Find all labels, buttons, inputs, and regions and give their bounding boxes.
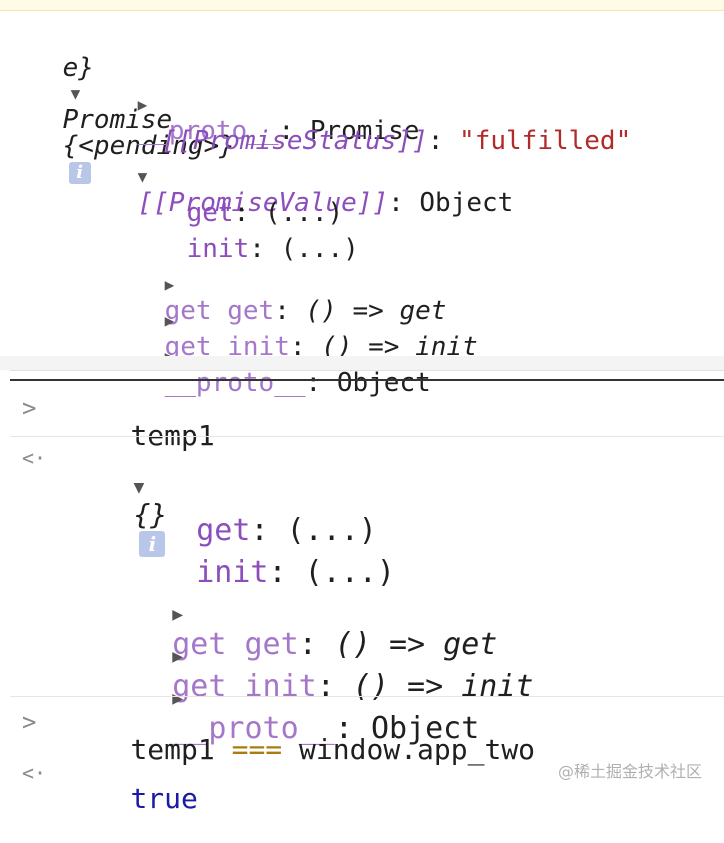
property-init-row[interactable]: init: (...) [196,555,395,590]
strict-equals-operator: === [231,733,283,766]
input-prompt-icon: > [22,394,37,422]
proto-row[interactable]: __proto__: Promise [75,66,420,170]
warning-band [0,0,724,10]
info-icon[interactable]: i [68,161,91,184]
colon: : [278,116,310,146]
console-input-row[interactable]: temp1 === window.app_two [63,708,535,792]
promise-header-row[interactable]: e} Promise {<pending>} i [0,29,235,211]
console-panel: > temp1 <· {} i get: (...) init: (...) g… [0,384,724,813]
property-value[interactable]: (...) [280,234,359,264]
getter-name: init [227,332,290,362]
getter-init-row[interactable]: get init: () => init [102,282,478,386]
proto-value: Object [336,368,431,398]
property-value[interactable]: (...) [304,555,395,590]
divider [10,436,724,437]
proto-object-row[interactable]: __proto__: Object [100,654,479,774]
proto-value: Object [370,711,480,746]
output-prompt-icon: <· [22,446,47,470]
divider [10,379,724,381]
property-get-row[interactable]: get: (...) [196,513,377,548]
divider [0,10,724,11]
promise-state: {<pending>} [62,131,235,161]
input-prompt-icon: > [22,708,37,736]
property-key: get [186,198,234,228]
divider [10,370,724,371]
info-icon[interactable]: i [139,531,166,557]
property-key: init [186,234,250,264]
getter-name: get [227,296,275,326]
promise-value-type: Object [419,188,514,218]
proto-object-row[interactable]: __proto__: Object [102,318,431,422]
property-init-row[interactable]: init: (...) [186,234,359,264]
console-input-text: temp1 [130,419,215,452]
promise-object-panel: e} Promise {<pending>} i __proto__: Prom… [0,11,724,396]
getter-name: get [244,627,299,662]
object-braces: {} [133,498,168,531]
boolean-result: true [130,782,198,815]
panel-separator [0,356,724,370]
getter-function: () => get [305,296,447,326]
promise-value-row[interactable]: [[PromiseValue]]: Object [75,138,514,242]
property-key: get [196,513,251,548]
console-input-left: temp1 [130,733,215,766]
property-get-row[interactable]: get: (...) [186,198,344,228]
proto-key: __proto__ [137,116,279,146]
proto-value: Promise [309,116,420,146]
divider [10,696,724,697]
promise-status-row: [[PromiseStatus]]: "fulfilled" [161,126,632,156]
getter-get-row[interactable]: get get: () => get [100,570,497,690]
getter-function: () => init [321,332,478,362]
getter-function: () => get [334,627,498,662]
console-input-right: window.app_two [299,733,536,766]
promise-status-value: "fulfilled" [459,126,632,156]
property-key: init [196,555,269,590]
property-value[interactable]: (...) [264,198,344,228]
proto-key: __proto__ [172,711,335,746]
promise-label: Promise [62,105,173,135]
proto-key: __proto__ [164,368,306,398]
output-prompt-icon: <· [22,761,47,785]
prev-brace: e} [62,53,94,83]
promise-status-key: [[PromiseStatus]] [161,126,428,156]
property-value[interactable]: (...) [286,513,377,548]
console-input-row[interactable]: temp1 [63,394,215,478]
console-output-row[interactable]: {} i [66,445,167,585]
console-output-row[interactable]: true [63,757,198,841]
collapsed-toggle-icon[interactable] [172,690,183,708]
promise-value-key: [[PromiseValue]] [137,188,389,218]
watermark: @稀土掘金技术社区 [557,762,702,781]
